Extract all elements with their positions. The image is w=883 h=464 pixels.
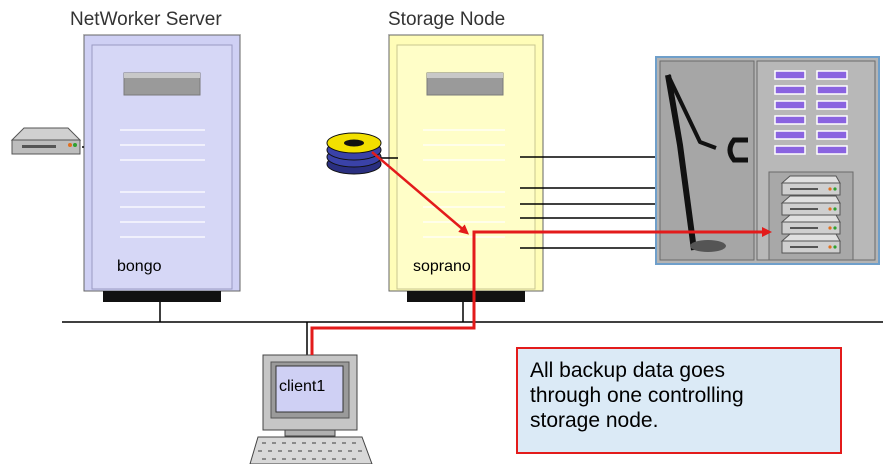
info-callout-line: storage node.: [530, 409, 659, 432]
storage-node-server: [387, 34, 545, 302]
client-name-label: client1: [279, 378, 326, 395]
server-name-label: bongo: [117, 258, 162, 275]
metadata-flow-arrow: [371, 151, 470, 235]
storage-node-name-label: soprano: [413, 258, 471, 275]
info-callout: All backup data goes through one control…: [516, 347, 842, 454]
library-tape-drives: [780, 175, 841, 254]
info-callout-line: All backup data goes: [530, 359, 725, 382]
backup-data-flow-arrow: [310, 227, 772, 355]
networker-server-title: NetWorker Server: [70, 9, 222, 30]
networker-server: [82, 34, 242, 302]
client-workstation: [249, 354, 373, 464]
disk-stack-icon: [326, 132, 398, 175]
server-tape-device: [10, 127, 84, 155]
info-callout-line: through one controlling: [530, 384, 744, 407]
storage-node-title: Storage Node: [388, 9, 506, 30]
